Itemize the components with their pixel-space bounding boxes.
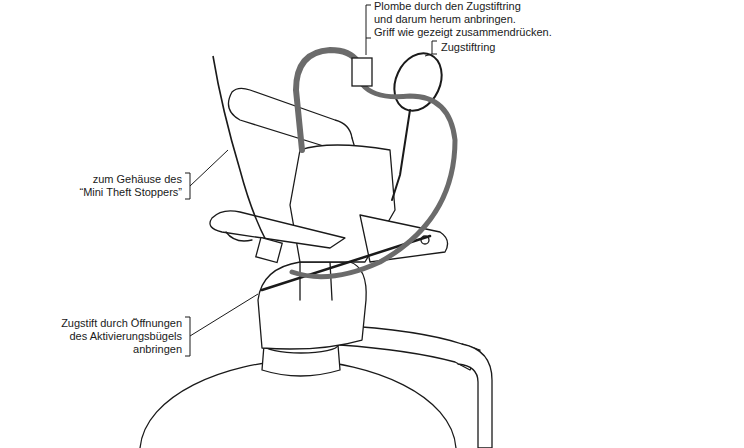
sensor-clip (256, 237, 282, 262)
seal-loop (296, 50, 358, 150)
valve-detail (300, 262, 332, 300)
seal-note: Plombe durch den Zugstiftring und darum … (374, 0, 542, 26)
sensor-wire (213, 56, 268, 244)
grip-note: Griff wie gezeigt zusammendrücken. (374, 26, 552, 39)
ring-bracket (425, 41, 437, 56)
part-label: Zugstiftring (441, 41, 495, 54)
ring-stem (392, 110, 410, 200)
carry-handle (228, 88, 352, 148)
seal-tag (352, 58, 372, 86)
pin-bracket (185, 294, 258, 356)
pin-note: Zugstift durch Öffnungen des Aktivierung… (48, 317, 182, 356)
wire-note: zum Gehäuse des “Mini Theft Stoppers” (74, 173, 182, 199)
seal-bracket (366, 5, 371, 55)
hose (458, 344, 492, 448)
seal-strap (292, 84, 455, 277)
lever-grip (226, 232, 252, 241)
wire-bracket (185, 150, 228, 199)
